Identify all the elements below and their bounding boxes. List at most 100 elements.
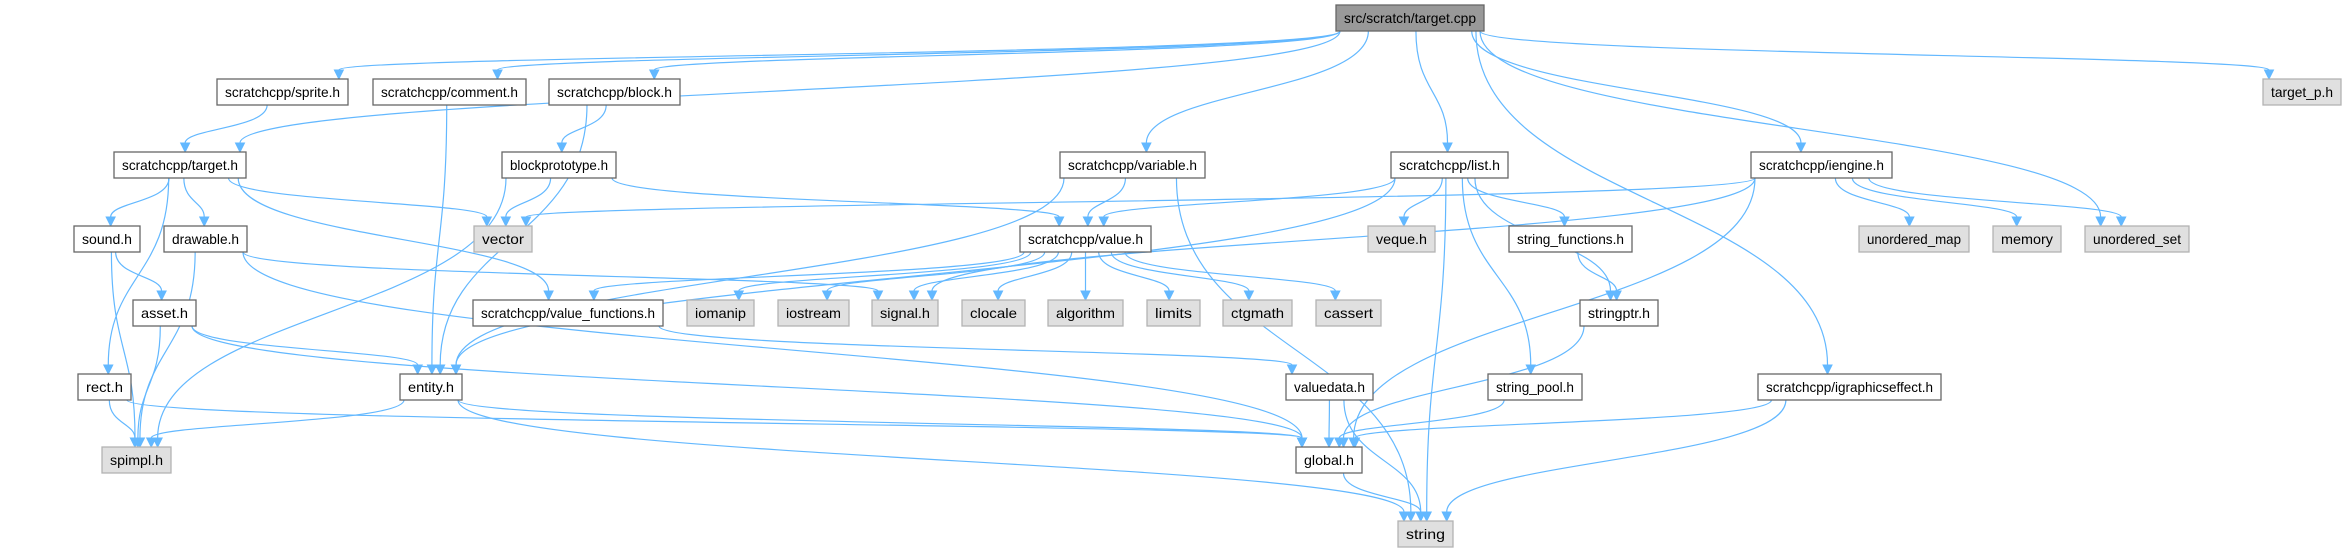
edge-string_functions-to-stringptr — [1577, 251, 1622, 302]
edge-line — [1403, 177, 1443, 218]
node-label: clocale — [970, 305, 1017, 321]
edge-value-to-iostream — [821, 251, 1046, 302]
edge-list-to-entity — [450, 177, 1396, 376]
node-label: scratchcpp/target.h — [122, 157, 238, 173]
node-box — [1579, 299, 1659, 327]
arrowhead-icon — [333, 69, 345, 81]
edge-variable-to-string — [1175, 177, 1417, 523]
node-target-cpp[interactable]: src/scratch/target.cpp — [1335, 4, 1485, 32]
arrowhead-icon — [908, 290, 920, 302]
arrowhead-icon — [1398, 216, 1410, 228]
node-label: scratchcpp/value.h — [1028, 231, 1143, 247]
arrowhead-icon — [2115, 216, 2127, 228]
node-vector: vector — [473, 225, 533, 253]
arrowhead-icon — [1080, 290, 1091, 302]
arrowhead-icon — [1405, 511, 1417, 523]
node-label: spimpl.h — [110, 452, 163, 468]
node-string-pool[interactable]: string_pool.h — [1487, 373, 1583, 401]
node-cassert: cassert — [1315, 299, 1382, 327]
node-value-functions[interactable]: scratchcpp/value_functions.h — [472, 299, 664, 327]
edge-line — [658, 325, 1293, 366]
node-box — [501, 151, 617, 179]
edge-target_cpp-to-target_h — [234, 30, 1341, 154]
edge-target_cpp-to-unordered_set — [1479, 30, 2106, 228]
edge-drawable-to-signal — [242, 251, 884, 302]
node-label: iostream — [786, 305, 841, 321]
edge-line — [496, 30, 1341, 71]
arrowhead-icon — [1243, 290, 1255, 302]
edge-value-to-ctgmath — [1110, 251, 1255, 302]
arrowhead-icon — [1082, 216, 1094, 228]
arrowhead-icon — [1330, 290, 1341, 302]
edge-line — [1354, 399, 1773, 439]
arrowhead-icon — [1398, 511, 1410, 523]
node-iostream: iostream — [777, 299, 850, 327]
edge-line — [1353, 177, 1756, 439]
edge-line — [455, 177, 1396, 366]
node-label: vector — [482, 231, 524, 247]
edge-list-to-veque — [1398, 177, 1443, 228]
node-box — [686, 299, 755, 327]
edge-line — [242, 251, 1303, 439]
edge-line — [561, 104, 607, 144]
edge-asset-to-entity — [191, 325, 423, 376]
edge-line — [431, 104, 448, 366]
node-iengine[interactable]: scratchcpp/iengine.h — [1750, 151, 1893, 179]
arrowhead-icon — [1611, 290, 1622, 302]
arrowhead-icon — [105, 216, 116, 228]
node-entity[interactable]: entity.h — [399, 373, 463, 401]
node-label: veque.h — [1376, 231, 1427, 247]
node-rect[interactable]: rect.h — [77, 373, 132, 401]
node-box — [1757, 373, 1942, 401]
node-stringptr[interactable]: stringptr.h — [1579, 299, 1659, 327]
node-asset[interactable]: asset.h — [132, 299, 197, 327]
node-box — [961, 299, 1026, 327]
arrowhead-icon — [1296, 437, 1308, 449]
node-drawable[interactable]: drawable.h — [163, 225, 248, 253]
node-sprite[interactable]: scratchcpp/sprite.h — [216, 78, 349, 106]
edge-line — [1342, 472, 1422, 513]
node-box — [132, 299, 197, 327]
node-label: global.h — [1304, 452, 1354, 468]
edge-block-to-blockprototype — [556, 104, 607, 154]
node-list[interactable]: scratchcpp/list.h — [1390, 151, 1509, 179]
edge-line — [1479, 30, 2102, 218]
edge-target_h-to-vector — [227, 177, 493, 228]
node-sound[interactable]: sound.h — [73, 225, 141, 253]
edge-global-to-string — [1342, 472, 1426, 523]
arrowhead-icon — [434, 364, 446, 376]
node-label: scratchcpp/comment.h — [381, 84, 518, 100]
edge-line — [110, 251, 136, 439]
arrowhead-icon — [1795, 142, 1807, 154]
node-blockprototype[interactable]: blockprototype.h — [501, 151, 617, 179]
node-global[interactable]: global.h — [1295, 446, 1363, 474]
edge-drawable-to-spimpl — [134, 251, 196, 449]
edge-line — [457, 399, 1303, 439]
edge-line — [931, 177, 1756, 292]
node-ctgmath: ctgmath — [1222, 299, 1293, 327]
edge-line — [237, 177, 550, 292]
node-value[interactable]: scratchcpp/value.h — [1019, 225, 1152, 253]
arrowhead-icon — [588, 290, 600, 302]
node-box — [1059, 151, 1206, 179]
node-variable[interactable]: scratchcpp/variable.h — [1059, 151, 1206, 179]
edge-line — [1426, 177, 1447, 513]
node-label: unordered_map — [1867, 231, 1961, 247]
arrowhead-icon — [1349, 437, 1361, 449]
node-comment[interactable]: scratchcpp/comment.h — [372, 78, 527, 106]
edge-list-to-string_pool — [1461, 177, 1537, 376]
node-label: entity.h — [408, 379, 454, 395]
node-igraphicseffect[interactable]: scratchcpp/igraphicseffect.h — [1757, 373, 1942, 401]
node-label: limits — [1155, 305, 1192, 321]
edge-value-to-value_functions — [588, 251, 1025, 302]
arrowhead-icon — [500, 216, 512, 228]
node-label: scratchcpp/variable.h — [1068, 157, 1197, 173]
edge-line — [184, 104, 268, 144]
edge-line — [1124, 251, 1336, 292]
node-target-h[interactable]: scratchcpp/target.h — [113, 151, 247, 179]
edge-line — [1343, 399, 1422, 513]
node-block[interactable]: scratchcpp/block.h — [548, 78, 681, 106]
node-valuedata[interactable]: valuedata.h — [1285, 373, 1374, 401]
node-string-functions[interactable]: string_functions.h — [1508, 225, 1633, 253]
